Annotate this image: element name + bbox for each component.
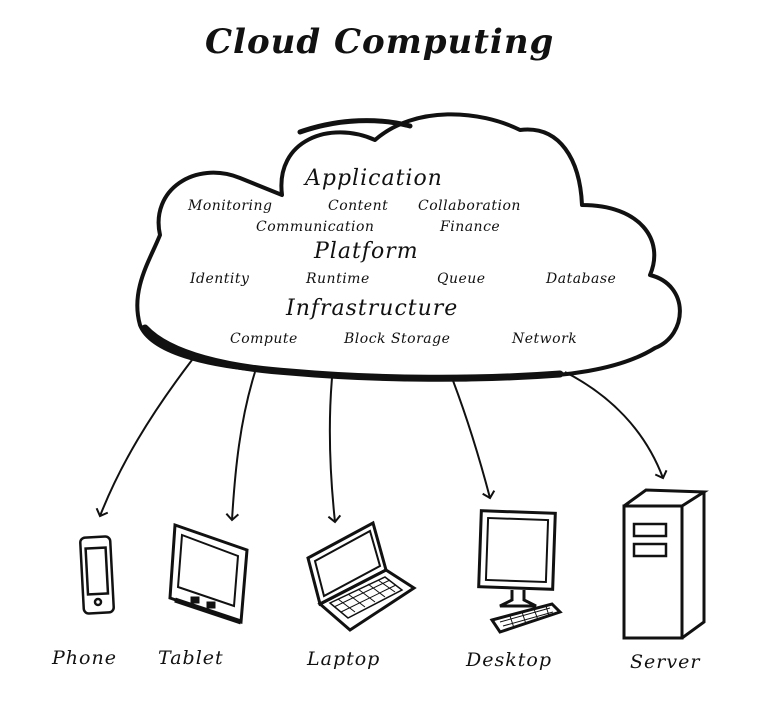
infrastructure-item-compute: Compute [230, 331, 298, 347]
application-item-collaboration: Collaboration [418, 198, 521, 214]
arrow-to-phone [95, 359, 193, 518]
desktop-icon [477, 509, 563, 634]
application-heading: Application [305, 166, 443, 191]
application-item-finance: Finance [440, 219, 501, 235]
application-item-content: Content [328, 198, 389, 214]
diagram-title: Cloud Computing [205, 22, 555, 62]
arrow-to-server [564, 371, 668, 480]
infrastructure-heading: Infrastructure [286, 296, 459, 321]
platform-item-identity: Identity [190, 271, 250, 287]
platform-item-runtime: Runtime [306, 271, 370, 287]
infrastructure-item-block-storage: Block Storage [344, 331, 451, 347]
infrastructure-item-network: Network [512, 331, 578, 347]
device-label-laptop: Laptop [307, 648, 381, 670]
device-label-server: Server [630, 651, 701, 673]
phone-icon [79, 535, 115, 615]
laptop-icon [306, 520, 417, 632]
device-label-phone: Phone [52, 647, 117, 669]
application-item-monitoring: Monitoring [188, 198, 273, 214]
application-item-communication: Communication [256, 219, 375, 235]
device-label-desktop: Desktop [466, 649, 552, 671]
platform-item-database: Database [546, 271, 617, 287]
arrow-to-tablet [225, 371, 256, 522]
tablet-icon [168, 522, 249, 625]
platform-heading: Platform [314, 239, 419, 264]
server-icon [622, 488, 709, 640]
arrow-to-desktop [451, 377, 496, 500]
device-label-tablet: Tablet [158, 647, 224, 669]
arrow-to-laptop [327, 377, 342, 524]
platform-item-queue: Queue [437, 271, 486, 287]
